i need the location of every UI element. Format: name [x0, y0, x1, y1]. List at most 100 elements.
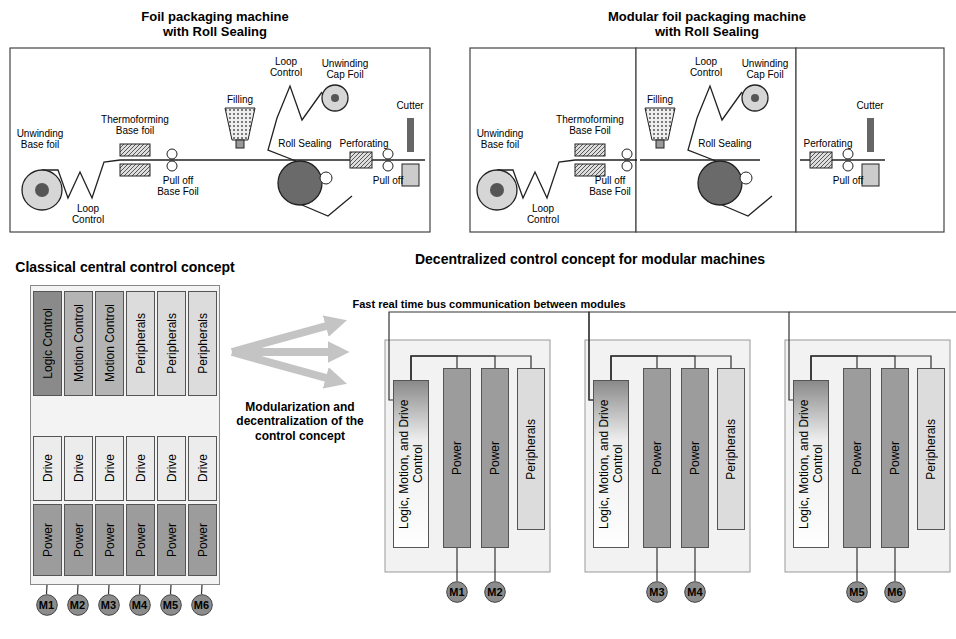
connector-line: [116, 396, 141, 436]
power-box: Power: [681, 368, 709, 548]
connector-line: [694, 548, 695, 581]
motor-circle: M5: [160, 594, 182, 616]
hopper-spout: [236, 140, 244, 148]
motor-label: M5: [849, 586, 864, 598]
motor-outline: [646, 581, 668, 603]
filling-sealing-unit: [220, 85, 352, 216]
connector-line: [116, 396, 203, 436]
motor-label: M6: [887, 586, 902, 598]
part-label: Loop Control: [523, 203, 563, 225]
connector-line: [48, 396, 79, 436]
base-foil-unit: [22, 144, 182, 210]
part-label: Pull off: [826, 175, 870, 186]
section-heading: Classical central control concept: [15, 259, 234, 275]
motor-circle: M6: [884, 581, 906, 603]
cap-foil-web: [268, 86, 322, 161]
motor-label: M2: [70, 599, 85, 611]
motor-circle: M1: [36, 594, 58, 616]
box-label: Logic, Motion, and Drive Control: [797, 384, 825, 544]
box-label: Logic Control: [41, 308, 55, 379]
panel-title: Modular foil packaging machine with Roll…: [597, 10, 817, 40]
box-label: Power: [450, 441, 464, 475]
motor-circle: M3: [646, 581, 668, 603]
connector-line: [656, 548, 657, 581]
motor-outline: [484, 581, 506, 603]
foil-web: [182, 159, 220, 160]
box-label: Peripherals: [196, 313, 210, 374]
counter-roll: [320, 172, 332, 184]
motion-control-box: Motion Control: [95, 291, 124, 396]
connector-line: [611, 356, 657, 380]
motor-circle: M5: [846, 581, 868, 603]
drive-box: Drive: [64, 436, 93, 501]
motor-outline: [36, 594, 58, 616]
connector-line: [78, 576, 79, 594]
connector-line: [894, 548, 895, 581]
connector-line: [109, 576, 110, 594]
motor-circle: M4: [129, 594, 151, 616]
box-label: Power: [850, 441, 864, 475]
module-cabinet: [585, 340, 750, 572]
part-label: Roll Sealing: [685, 138, 765, 149]
motor-circle: M2: [484, 581, 506, 603]
power-box: Power: [643, 368, 671, 548]
box-label: Peripherals: [524, 419, 538, 480]
box-label: Power: [103, 523, 117, 557]
motor-label: M3: [649, 586, 664, 598]
foil-web: [220, 159, 340, 160]
transition-label: Modularization and decentralization of t…: [235, 400, 365, 443]
pull-roller: [167, 161, 177, 171]
motor-outline: [684, 581, 706, 603]
discharge-web: [302, 196, 352, 216]
box-label: Peripherals: [924, 419, 938, 480]
pull-roller: [383, 149, 393, 159]
power-box: Power: [95, 504, 124, 576]
box-label: Logic, Motion, and Drive Control: [597, 384, 625, 544]
part-label: Thermoforming Base Foil: [550, 114, 630, 136]
drive-box: Drive: [33, 436, 62, 501]
connector-line: [611, 356, 695, 380]
motor-circle: M1: [446, 581, 468, 603]
motor-outline: [98, 594, 120, 616]
motor-outline: [129, 594, 151, 616]
motor-circle: M2: [67, 594, 89, 616]
part-label: Loop Control: [686, 56, 726, 78]
sealing-roll: [278, 161, 322, 205]
perforator: [350, 152, 372, 168]
connector-line: [411, 356, 495, 380]
drive-box: Drive: [157, 436, 186, 501]
peripherals-box: Peripherals: [188, 291, 217, 396]
part-label: Roll Sealing: [265, 138, 345, 149]
connector-line: [389, 312, 593, 400]
part-label: Unwinding Cap Foil: [315, 58, 375, 80]
box-label: Power: [650, 441, 664, 475]
power-box: Power: [126, 504, 155, 576]
connector-line: [202, 576, 203, 594]
motor-outline: [191, 594, 213, 616]
box-label: Peripherals: [134, 313, 148, 374]
box-label: Drive: [134, 454, 148, 482]
motor-label: M5: [163, 599, 178, 611]
pull-roller: [383, 161, 393, 171]
module-cabinet: [785, 340, 950, 572]
connector-line: [811, 356, 931, 380]
peripherals-box: Peripherals: [126, 291, 155, 396]
box-label: Motion Control: [72, 304, 86, 382]
box-label: Power: [72, 523, 86, 557]
motor-outline: [67, 594, 89, 616]
connector-line: [79, 396, 110, 436]
cap-foil-reel: [322, 85, 348, 111]
motor-label: M4: [132, 599, 147, 611]
motor-outline: [160, 594, 182, 616]
module-controller-box: Logic, Motion, and Drive Control: [593, 380, 629, 548]
part-label: Loop Control: [68, 203, 108, 225]
box-label: Power: [888, 441, 902, 475]
motor-label: M2: [487, 586, 502, 598]
part-label: Cutter: [390, 100, 430, 111]
peripherals-box: Peripherals: [917, 368, 945, 530]
box-label: Peripherals: [724, 419, 738, 480]
connector-line: [47, 576, 48, 594]
motor-outline: [846, 581, 868, 603]
